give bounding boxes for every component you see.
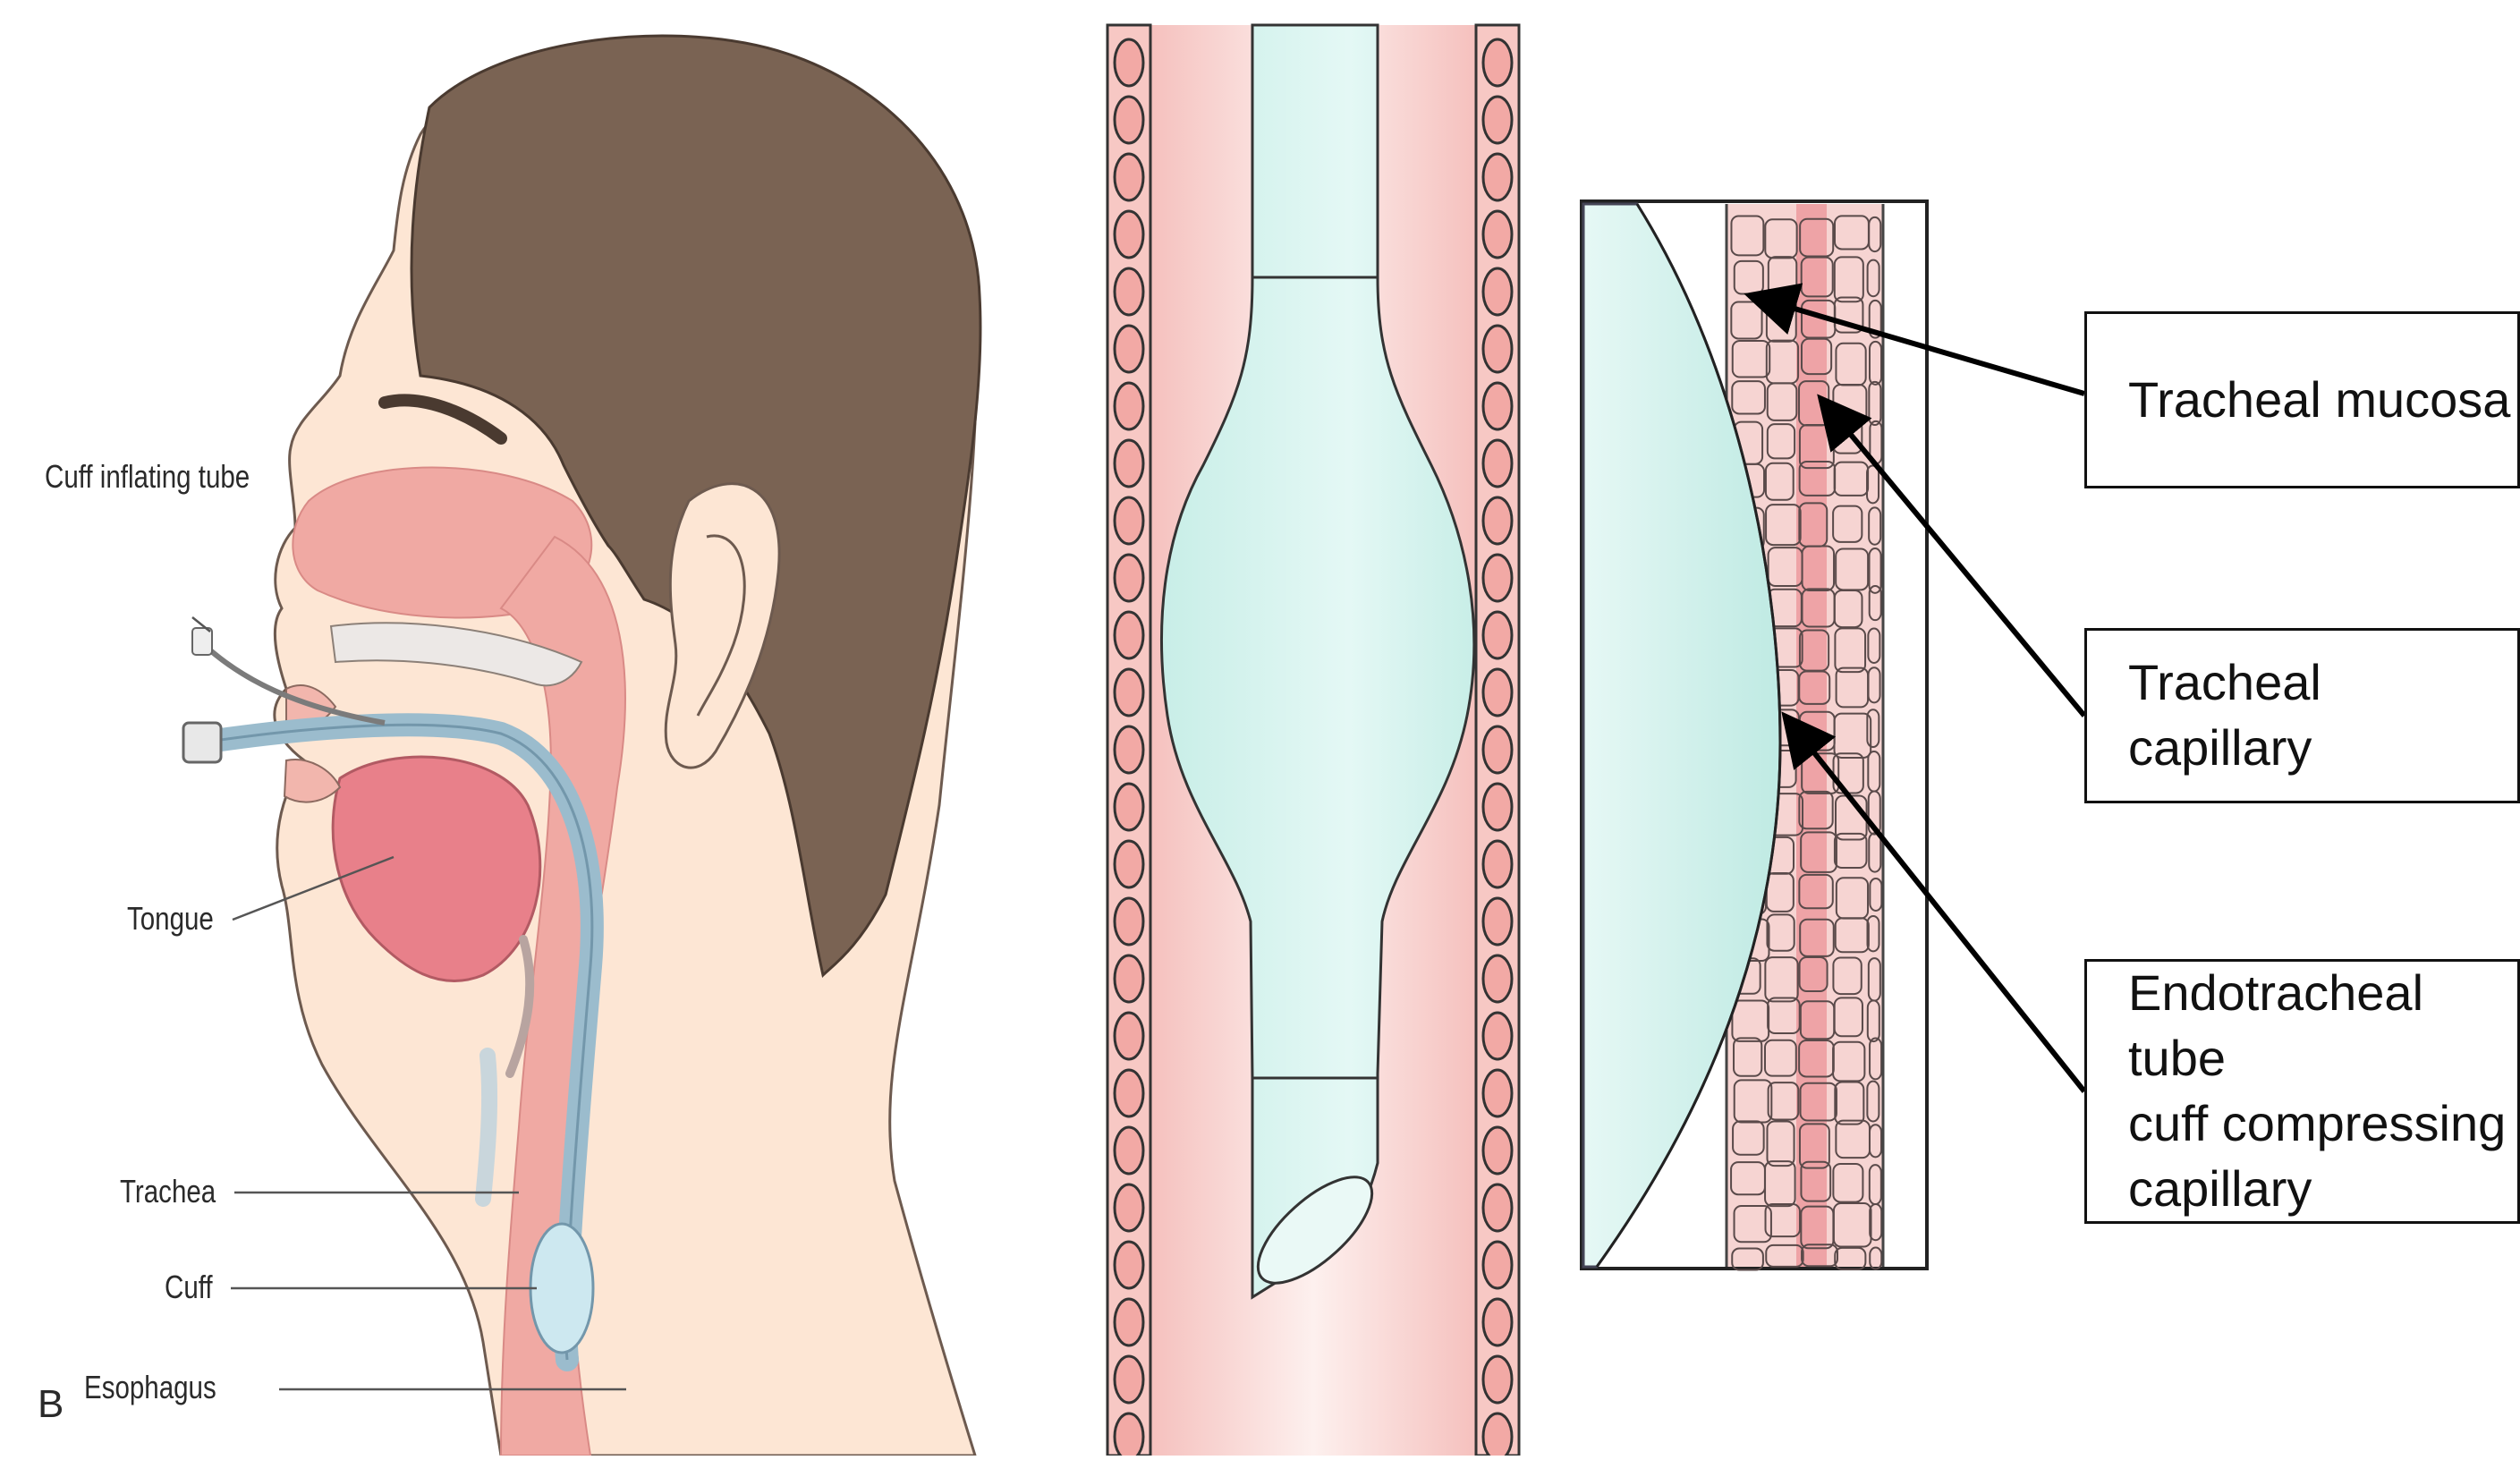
label-trachea: Trachea bbox=[120, 1173, 216, 1210]
tube-connector bbox=[183, 723, 221, 762]
callout-line-3: capillary bbox=[2128, 1157, 2312, 1222]
panel-letter: B bbox=[38, 1382, 64, 1427]
callout-tracheal-capillary: Tracheal capillary bbox=[2084, 628, 2520, 803]
cartilage-ring bbox=[1483, 841, 1512, 887]
cartilage-ring bbox=[1483, 1070, 1512, 1116]
callout-tracheal-mucosa-text: Tracheal mucosa bbox=[2128, 368, 2510, 433]
cartilage-ring bbox=[1483, 1013, 1512, 1059]
cartilage-ring bbox=[1115, 1356, 1143, 1403]
cartilage-ring bbox=[1483, 726, 1512, 773]
cartilage-ring bbox=[1483, 1413, 1512, 1456]
cartilage-ring bbox=[1115, 555, 1143, 601]
cartilage-ring bbox=[1115, 97, 1143, 143]
trachea-cross-section bbox=[1107, 25, 1519, 1456]
cartilage-ring bbox=[1483, 669, 1512, 716]
cartilage-ring bbox=[1115, 1413, 1143, 1456]
cartilage-ring bbox=[1115, 955, 1143, 1002]
cartilage-ring bbox=[1483, 955, 1512, 1002]
head-sagittal-section bbox=[183, 36, 980, 1456]
cartilage-ring bbox=[1483, 383, 1512, 429]
cartilage-ring bbox=[1115, 784, 1143, 830]
cartilage-ring bbox=[1483, 326, 1512, 372]
cartilage-ring bbox=[1483, 440, 1512, 487]
cartilage-ring bbox=[1483, 784, 1512, 830]
cuff bbox=[530, 1224, 593, 1353]
cartilage-ring bbox=[1483, 1127, 1512, 1174]
cartilage-ring bbox=[1483, 1242, 1512, 1288]
cartilage-ring bbox=[1115, 612, 1143, 658]
cartilage-ring bbox=[1483, 39, 1512, 86]
cartilage-ring bbox=[1115, 154, 1143, 200]
cartilage-ring bbox=[1483, 1356, 1512, 1403]
cartilage-ring bbox=[1115, 726, 1143, 773]
cartilage-ring bbox=[1483, 97, 1512, 143]
cartilage-ring bbox=[1483, 555, 1512, 601]
cartilage-ring bbox=[1483, 497, 1512, 544]
cartilage-ring bbox=[1115, 39, 1143, 86]
cartilage-ring bbox=[1115, 898, 1143, 945]
label-cuff-inflating-tube: Cuff inflating tube bbox=[45, 458, 250, 496]
cartilage-ring bbox=[1115, 211, 1143, 258]
callout-line-2: cuff compressing bbox=[2128, 1091, 2506, 1157]
cartilage-ring bbox=[1115, 326, 1143, 372]
label-cuff: Cuff bbox=[165, 1269, 213, 1306]
cartilage-ring bbox=[1115, 268, 1143, 315]
cartilage-ring bbox=[1483, 1184, 1512, 1231]
cartilage-ring bbox=[1483, 154, 1512, 200]
cartilage-ring bbox=[1115, 497, 1143, 544]
cartilage-ring bbox=[1483, 612, 1512, 658]
cartilage-ring bbox=[1483, 1299, 1512, 1345]
callout-tracheal-capillary-text: Tracheal capillary bbox=[2128, 650, 2517, 781]
zoom-inset bbox=[1582, 201, 1927, 1270]
cartilage-ring bbox=[1483, 898, 1512, 945]
cartilage-ring bbox=[1115, 1013, 1143, 1059]
cartilage-ring bbox=[1115, 1070, 1143, 1116]
cartilage-ring bbox=[1115, 1127, 1143, 1174]
callout-cuff-compressing-capillary: Endotracheal tube cuff compressing capil… bbox=[2084, 959, 2520, 1224]
cartilage-ring bbox=[1115, 1242, 1143, 1288]
cartilage-ring bbox=[1115, 383, 1143, 429]
cartilage-ring bbox=[1115, 669, 1143, 716]
cartilage-ring bbox=[1115, 1184, 1143, 1231]
cartilage-ring bbox=[1115, 440, 1143, 487]
cartilage-ring bbox=[1115, 1299, 1143, 1345]
label-tongue: Tongue bbox=[127, 900, 214, 938]
callout-tracheal-mucosa: Tracheal mucosa bbox=[2084, 311, 2520, 488]
label-esophagus: Esophagus bbox=[84, 1369, 216, 1406]
cartilage-ring bbox=[1483, 211, 1512, 258]
cartilage-ring bbox=[1483, 268, 1512, 315]
cartilage-ring bbox=[1115, 841, 1143, 887]
callout-line-1: Endotracheal tube bbox=[2128, 961, 2517, 1091]
